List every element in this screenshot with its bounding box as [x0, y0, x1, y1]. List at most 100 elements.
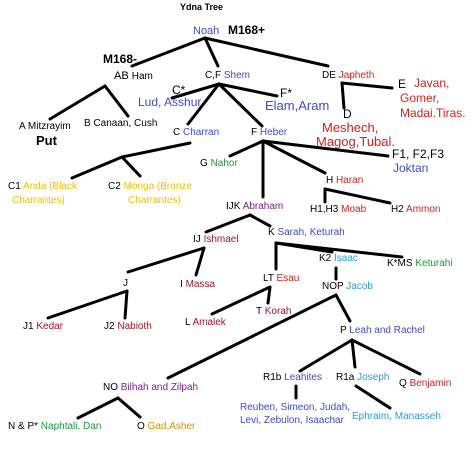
node-madai-tiras: Madai.Tiras. — [400, 106, 466, 120]
node-leahites-name: Leahites — [284, 372, 322, 383]
node-amalek-name: Amalek — [192, 317, 226, 328]
connector-esau-korah — [266, 285, 272, 305]
connector-noah-japheth — [203, 36, 330, 68]
node-jacob: NOP Jacob — [322, 281, 373, 292]
node-gad-prefix: O — [137, 421, 145, 432]
node-reuben-line1: Reuben, Simeon, Judah, — [240, 402, 351, 413]
connector-j-nabioth — [123, 289, 129, 320]
node-amalek: L Amalek — [185, 317, 226, 328]
node-c2-line2: Charrantes) — [128, 195, 181, 206]
node-shem: C,F Shem — [205, 70, 250, 81]
node-javan: Javan, — [414, 76, 450, 90]
node-charran-name: Charran — [183, 127, 220, 138]
node-japheth-prefix: DE — [322, 70, 336, 81]
connector-esau-amalek — [210, 285, 272, 316]
node-esau: LT Esau — [263, 273, 299, 284]
node-jacob-name: Jacob — [346, 281, 373, 292]
connector-shem-charran — [186, 82, 221, 126]
node-korah: T Korah — [256, 306, 291, 317]
connector-heber-nahor — [228, 139, 265, 158]
node-jacob-prefix: NOP — [322, 281, 344, 292]
connector-shem-lud — [170, 82, 221, 100]
connector-bilhah-naphtali — [76, 396, 120, 420]
node-heber: F Heber — [251, 127, 287, 138]
node-leah-prefix: P — [340, 325, 347, 336]
connector-jacob-leah — [334, 293, 352, 323]
connector-ishmael-massa — [194, 246, 206, 277]
node-c2-line1: Monga (Bronze — [123, 181, 192, 192]
node-nahor-name: Nahor — [210, 158, 238, 169]
connector-leah-leahites — [298, 338, 354, 373]
node-joseph-name: Joseph — [357, 372, 390, 383]
node-bilhah-zilpah: NO Bilhah and Zilpah — [103, 382, 198, 393]
node-c1-line2: Charrantes) — [12, 195, 65, 206]
node-leah-name: Leah and Rachel — [349, 325, 425, 336]
node-lud-asshur: Lud, Asshur — [138, 95, 202, 109]
node-sarah-keturah: K Sarah, Keturah — [268, 227, 345, 238]
node-benjamin-name: Benjamin — [409, 378, 452, 389]
node-leahites-prefix: R1b — [263, 372, 282, 383]
connector-noah-shem — [203, 36, 220, 68]
node-haran-prefix: H — [326, 175, 334, 186]
node-amalek-prefix: L — [185, 317, 191, 328]
node-esau-prefix: LT — [263, 273, 274, 284]
diagram-title: Ydna Tree — [180, 2, 224, 12]
node-f-star: F* — [280, 86, 292, 100]
node-shem-name: Shem — [223, 70, 251, 81]
node-c2-prefix: C2 — [108, 181, 121, 192]
node-abraham-prefix: IJK — [226, 201, 241, 212]
node-abraham-name: Abraham — [242, 201, 284, 212]
node-sarah-name: Sarah, Keturah — [277, 227, 345, 238]
node-ammon-name: Ammon — [406, 204, 441, 215]
node-naphtali-prefix: N & P* — [8, 421, 39, 432]
node-c1-prefix: C1 — [8, 181, 21, 192]
connector-ishmael-j — [126, 246, 206, 274]
connector-shem-elam — [217, 82, 279, 98]
node-abraham: IJK Abraham — [226, 201, 283, 212]
node-ham-prefix: AB — [114, 70, 129, 82]
node-isaac: K2 Isaac — [319, 253, 358, 264]
node-isaac-prefix: K2 — [319, 253, 332, 264]
node-sarah-prefix: K — [268, 227, 275, 238]
node-magog-tubal: Magog,Tubal. — [316, 134, 396, 149]
node-charran: C Charran — [173, 127, 219, 138]
connector-j-kedar — [46, 289, 129, 320]
node-gad-asher: O Gad,Asher — [137, 421, 195, 432]
node-a-mitzrayim: A Mitzrayim — [19, 121, 71, 132]
node-joseph: R1a Joseph — [336, 372, 389, 383]
connector-noah-ham — [130, 36, 207, 68]
node-f1-f2-f3: F1, F2,F3 — [392, 147, 445, 161]
connector-heber-haran — [261, 139, 327, 175]
node-heber-prefix: F — [251, 127, 258, 138]
connector-heber-joktan — [261, 139, 390, 158]
connector-leah-benjamin — [350, 338, 422, 376]
node-benjamin-prefix: Q — [399, 378, 407, 389]
connector-sarah-keturahi — [274, 241, 404, 259]
node-reuben-line2: Levi, Zebulon, Isaachar — [240, 415, 344, 426]
node-gad-name: Gad,Asher — [147, 421, 196, 432]
node-japheth: DE Japheth — [322, 70, 374, 81]
connector-bilhah-gad — [116, 396, 142, 419]
node-bilhah-name: Bilhah and Zilpah — [120, 382, 199, 393]
node-esau-name: Esau — [276, 273, 300, 284]
node-isaac-name: Isaac — [334, 253, 358, 264]
node-moab-prefix: H1,H3 — [310, 204, 339, 215]
node-c-star: C* — [172, 83, 186, 97]
connector-japheth-meshech — [340, 81, 346, 110]
node-shem-prefix: C,F — [205, 70, 222, 81]
node-b-canaan-cush: B Canaan, Cush — [84, 118, 158, 129]
node-leahites: R1b Leahites — [263, 372, 322, 383]
connector-charran-c2 — [120, 155, 142, 178]
node-ham: AB Ham — [114, 70, 153, 82]
node-ham-name: Ham — [131, 71, 153, 82]
node-keturahi-name: Keturahi — [415, 258, 453, 269]
node-benjamin: Q Benjamin — [399, 378, 451, 389]
node-ephraim-manasseh: Ephraim, Manasseh — [352, 411, 441, 422]
node-c2-monga: C2 Monga (Bronze — [108, 181, 192, 192]
node-d-prefix: D — [343, 107, 352, 121]
connector-shem-heber — [217, 82, 264, 128]
connector-haran-ammon — [323, 187, 392, 205]
node-meshech: Meshech, — [322, 120, 379, 135]
node-ishmael-prefix: IJ — [193, 234, 201, 245]
